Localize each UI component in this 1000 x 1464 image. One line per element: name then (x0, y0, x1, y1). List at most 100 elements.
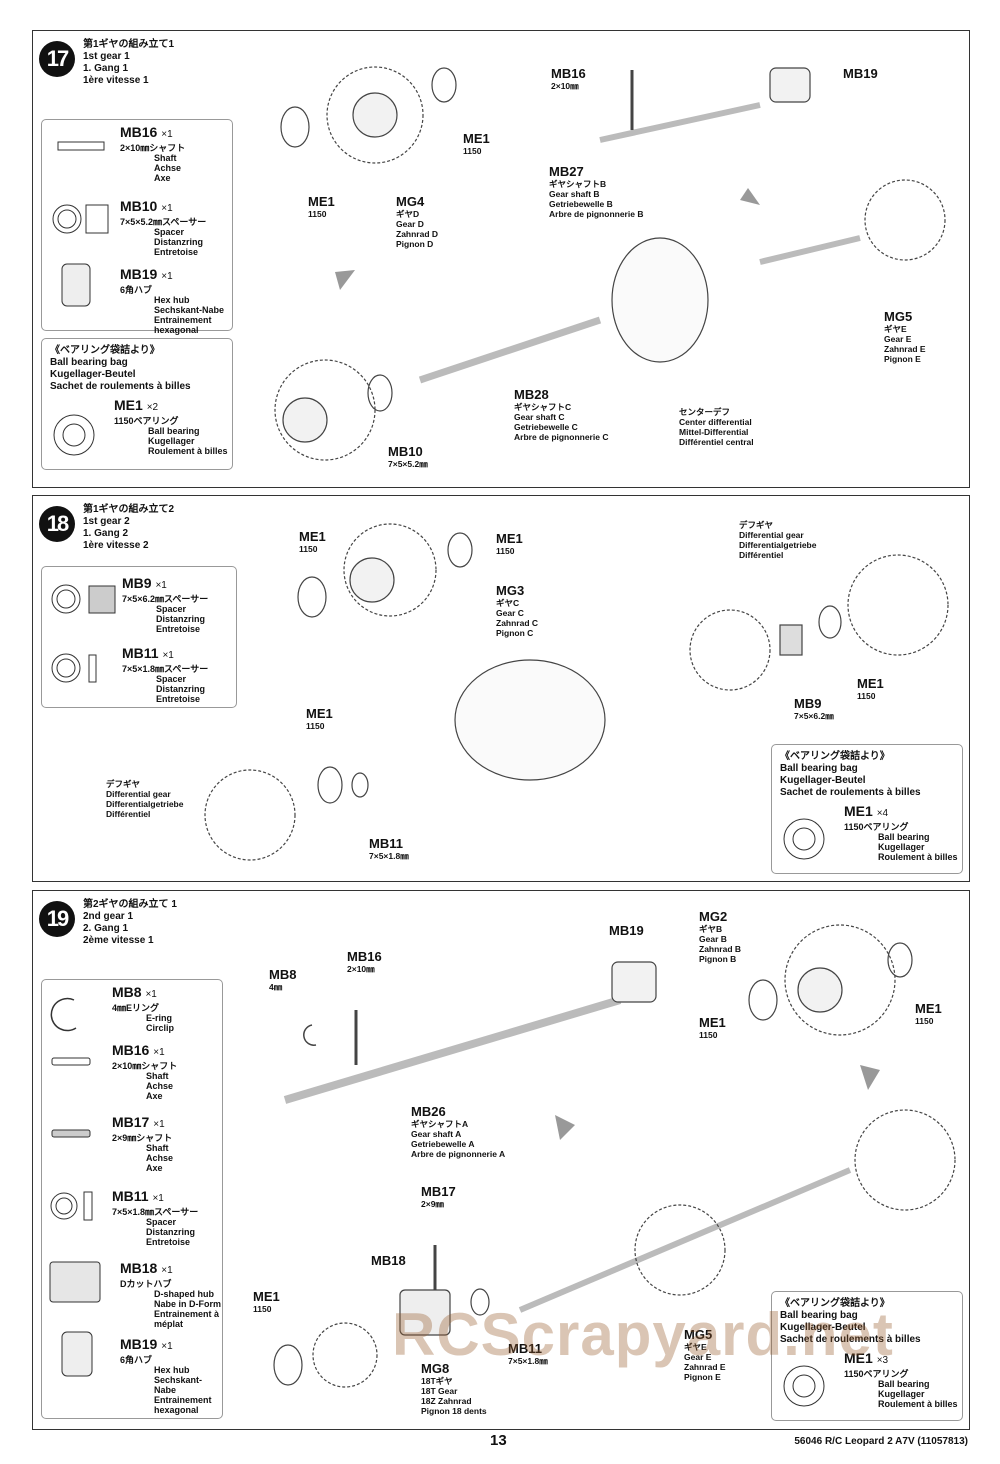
gear-mg8 (312, 1322, 378, 1388)
shaft (759, 235, 861, 265)
callout-text: Getriebewelle B (549, 199, 613, 209)
callout-code: MB11 (369, 836, 403, 851)
d-hub-mb18 (399, 1289, 451, 1336)
callout-text: Gear D (396, 219, 424, 229)
callout-text: Pignon B (699, 954, 737, 964)
callout-text: 1150 (253, 1304, 272, 1314)
e-ring-mb8 (303, 1024, 317, 1046)
callout: MB18 (371, 1253, 406, 1268)
callout-text: 18Tギヤ (421, 1376, 453, 1386)
part-description: Spacer (154, 227, 185, 237)
bag-title: 《ベアリング袋詰より》 (50, 345, 160, 356)
callout-text: 7×5×1.8㎜ (508, 1356, 548, 1366)
part-description: Ball bearing (878, 1379, 930, 1389)
callout-text: Differentialgetriebe (106, 799, 184, 809)
callout-code: MB19 (843, 66, 878, 81)
callout-text: 1150 (308, 209, 327, 219)
callout-text: ギヤC (496, 598, 520, 608)
part-description: Entretoise (156, 624, 201, 634)
gear-mg5 (864, 179, 946, 261)
callout-code: MB27 (549, 164, 584, 179)
callout-code: MG8 (421, 1361, 450, 1376)
callout-text: Gear E (684, 1352, 712, 1362)
part-code: MB16 ×1 (120, 124, 173, 140)
callout-text: 1150 (699, 1030, 718, 1040)
bearing-icon (53, 414, 95, 456)
callout-text: 1150 (857, 691, 876, 701)
part-description: Shaft (146, 1143, 169, 1153)
callout-code: MB28 (514, 387, 549, 402)
part-description: Entrainement hexagonal (154, 1395, 212, 1415)
callout-text: ギヤE (684, 1342, 707, 1352)
callout-text: 1150 (306, 721, 325, 731)
part-description: Kugellager (878, 842, 925, 852)
part-description: Shaft (146, 1071, 169, 1081)
callout-code: MB16 (551, 66, 586, 81)
arrow-icon (740, 188, 760, 205)
callout-code: MG5 (884, 309, 913, 324)
part-description: Kugellager (878, 1389, 925, 1399)
part-description: Spacer (156, 674, 187, 684)
bag-title: Kugellager-Beutel (50, 369, 136, 380)
bearing-me1 (431, 67, 457, 103)
part-quantity: ×1 (161, 271, 173, 282)
part-quantity: ×1 (161, 1265, 173, 1276)
gear (274, 359, 376, 461)
part-quantity: ×1 (145, 989, 157, 1000)
product-code: 56046 R/C Leopard 2 A7V (11057813) (794, 1436, 968, 1447)
callout-code: MB10 (388, 444, 423, 459)
callout-code: ME1 (308, 194, 335, 209)
callout-text: ギヤE (884, 324, 907, 334)
callout-code: MB18 (371, 1253, 406, 1268)
text-line: 2ème vitesse 1 (83, 935, 154, 946)
part-description: 7×5×1.8㎜スペーサー (112, 1207, 199, 1217)
callout-text: Différentiel (739, 550, 784, 560)
callout-text: ギヤシャフトB (549, 179, 607, 189)
text-line: 1. Gang 1 (83, 63, 129, 74)
page-number: 13 (490, 1432, 507, 1449)
part-description: Ball bearing (878, 832, 930, 842)
callout-text: Getriebewelle A (411, 1139, 475, 1149)
callout-text: センターデフ (679, 407, 731, 417)
part-description: E-ring (146, 1013, 172, 1023)
bag-title: Ball bearing bag (780, 763, 858, 774)
callout-text: 2×9㎜ (421, 1199, 444, 1209)
bearing-icon (783, 818, 825, 860)
callout-text: Différentiel central (679, 437, 754, 447)
part-description: Entretoise (146, 1237, 191, 1247)
callout-text: 18T Gear (421, 1386, 458, 1396)
text-line: 第2ギヤの組み立て 1 (83, 899, 177, 910)
part-description: Kugellager (148, 436, 195, 446)
callout-code: MB8 (269, 967, 297, 982)
part-description: Spacer (146, 1217, 177, 1227)
text-line: 2. Gang 1 (83, 923, 129, 934)
part-description: 7×5×5.2㎜スペーサー (120, 217, 207, 227)
callout-text: デフギヤ (106, 779, 141, 789)
gear-mg4 (326, 66, 424, 164)
